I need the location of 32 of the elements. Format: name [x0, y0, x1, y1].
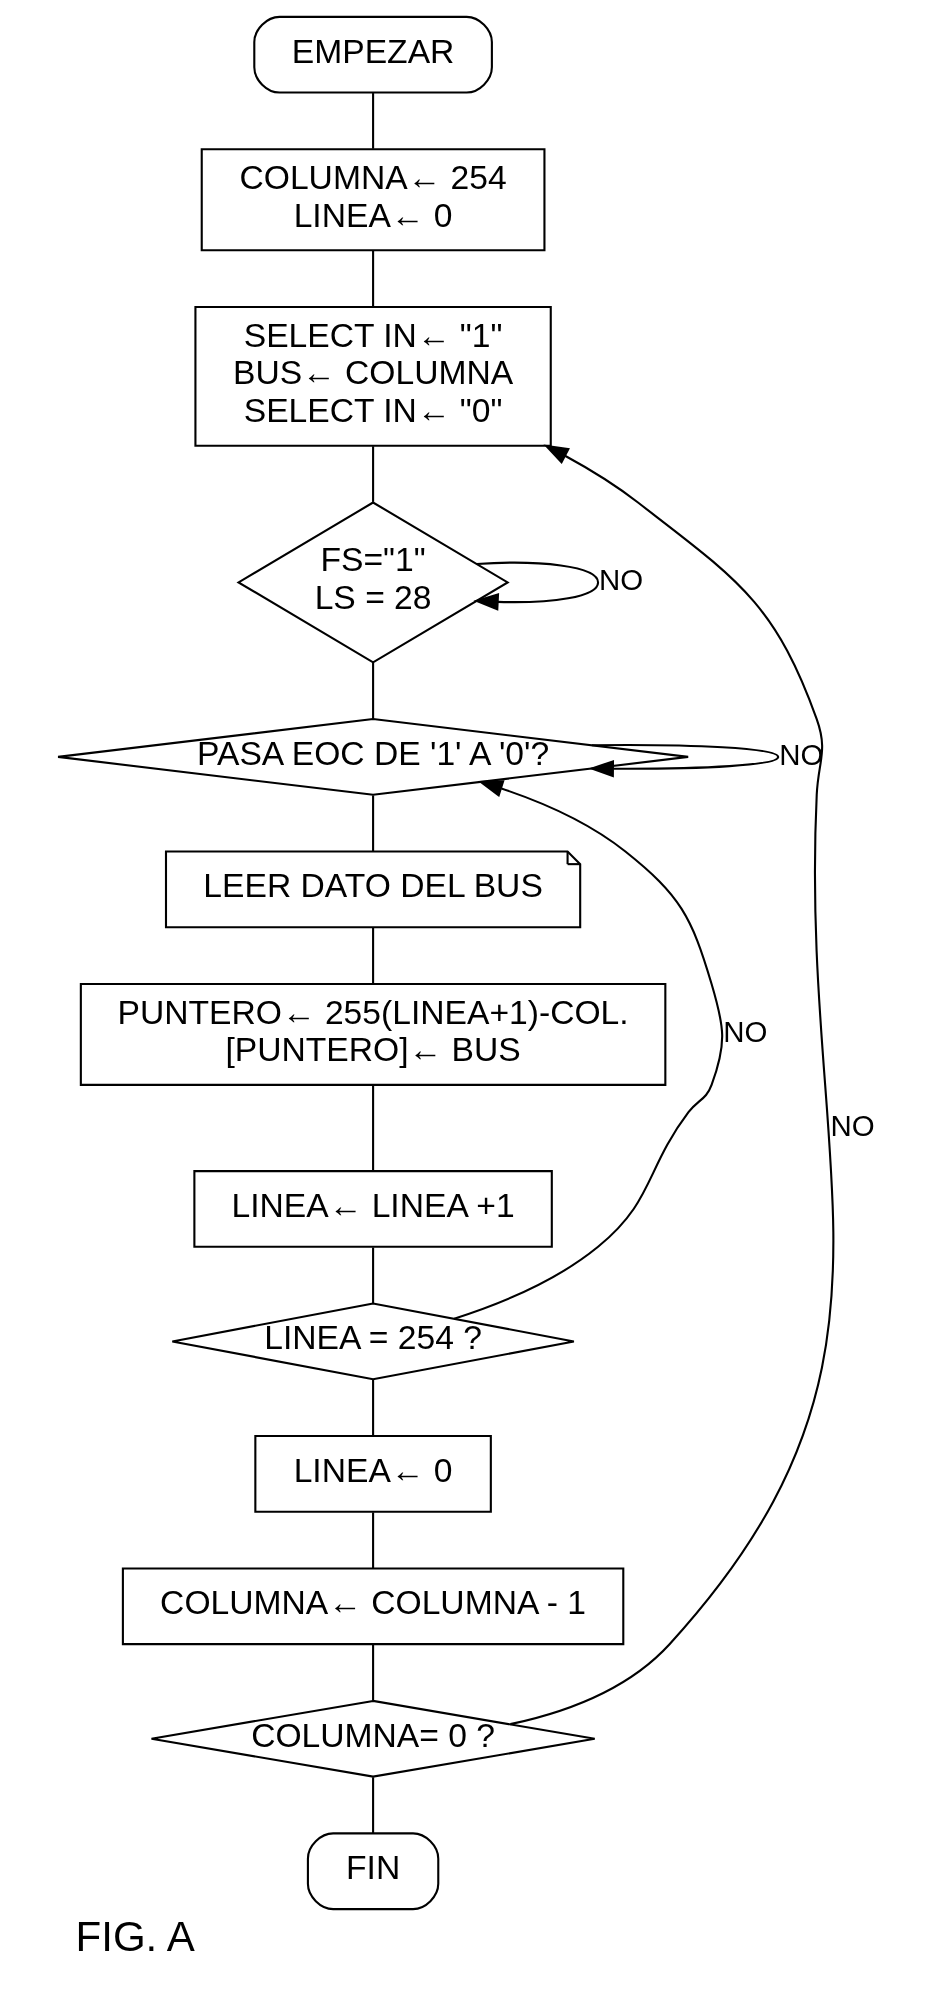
- arrow: [588, 744, 779, 778]
- connector: [371, 1379, 374, 1436]
- connector: [371, 795, 374, 852]
- node-diamond: COLUMNA= 0 ?: [149, 1699, 596, 1778]
- connector: [371, 446, 374, 502]
- node-box: LINEA← LINEA +1: [192, 1170, 553, 1248]
- arrow: [473, 561, 599, 611]
- node-box: LINEA← 0: [253, 1435, 492, 1513]
- node-diamond: FS="1" LS = 28: [235, 501, 510, 664]
- node-box: COLUMNA← 254 LINEA← 0: [200, 148, 545, 252]
- arrow: [453, 780, 723, 1320]
- node-box: SELECT IN← "1" BUS← COLUMNA SELECT IN← "0": [193, 305, 552, 447]
- connector: [371, 1085, 374, 1171]
- edge-label: NO: [598, 563, 643, 597]
- connector: [371, 93, 374, 149]
- edge-label: NO: [722, 1015, 767, 1049]
- connector: [371, 1777, 374, 1834]
- connector: [371, 1644, 374, 1701]
- arrow: [509, 444, 834, 1726]
- connector: [371, 250, 374, 307]
- node-box: COLUMNA← COLUMNA - 1: [121, 1567, 624, 1646]
- connector: [371, 1247, 374, 1304]
- connector: [371, 662, 374, 719]
- node-diamond: LINEA = 254 ?: [170, 1302, 575, 1381]
- node-box: PUNTERO← 255(LINEA+1)-COL. [PUNTERO]← BUS: [79, 982, 666, 1086]
- node-box: FIN: [306, 1832, 439, 1911]
- edge-label: NO: [829, 1108, 875, 1142]
- node-box: EMPEZAR: [252, 15, 493, 94]
- caption: FIG. A: [75, 1913, 195, 1961]
- connector: [371, 927, 374, 984]
- connector: [371, 1512, 374, 1569]
- edge-label: NO: [778, 737, 823, 771]
